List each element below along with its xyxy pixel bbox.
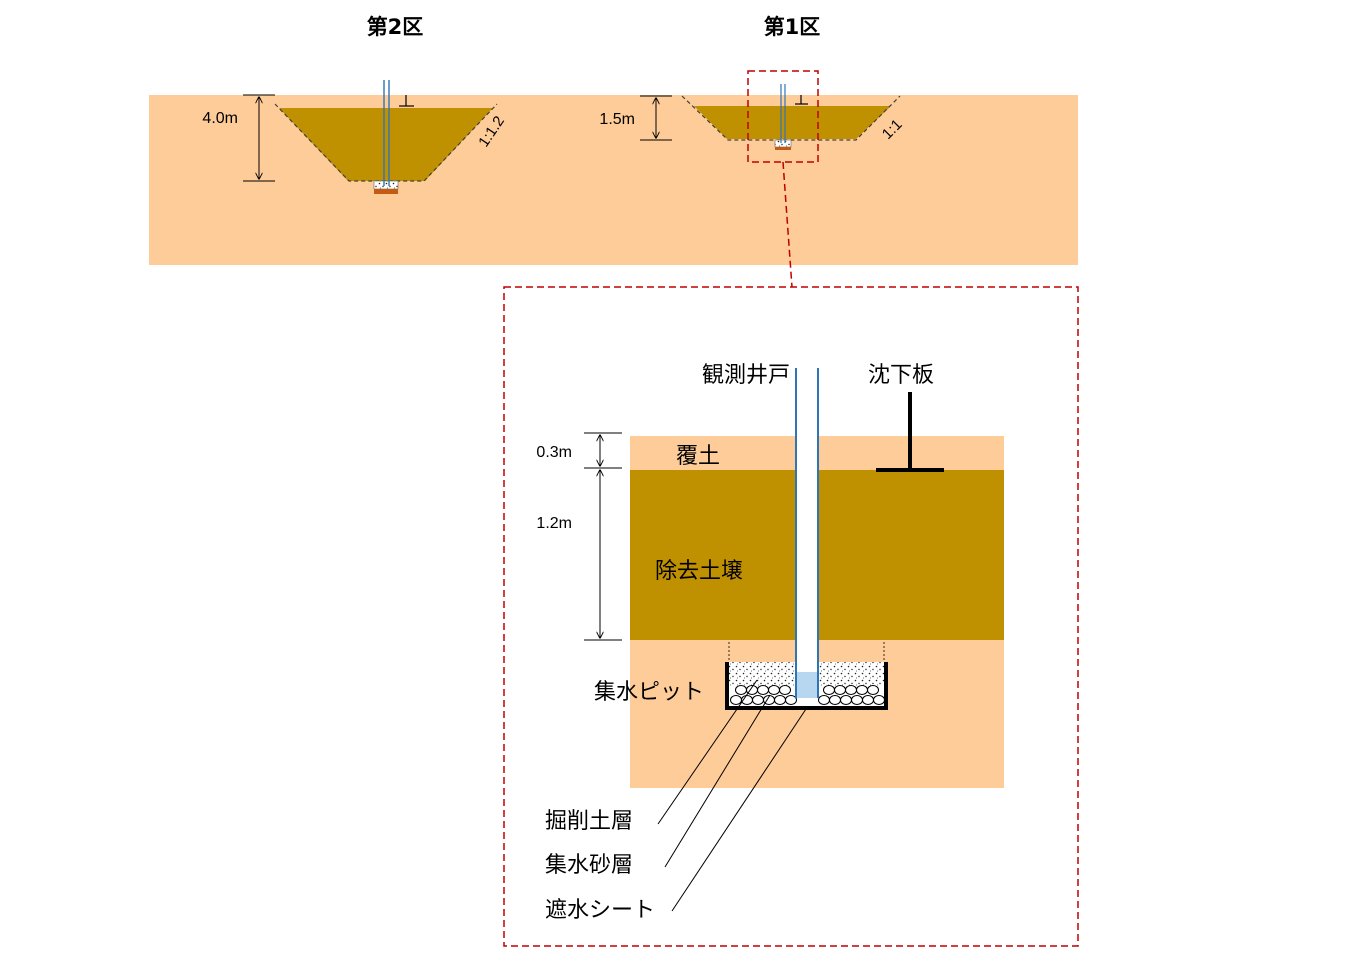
well-water <box>797 672 817 698</box>
waterproof-sheet-leader <box>671 708 807 912</box>
gravel-pebble <box>862 695 874 705</box>
zone1-pit-base <box>775 147 791 150</box>
excavated-layer-leader <box>657 679 758 825</box>
gravel-pebble <box>873 695 885 705</box>
settlement-plate-label: 沈下板 <box>868 363 934 388</box>
gravel-pebble <box>768 685 780 695</box>
gravel-pebble <box>752 695 764 705</box>
gravel-pebble <box>834 685 846 695</box>
zone2-collection-pit <box>373 180 399 190</box>
gravel-pebble <box>774 695 786 705</box>
zone1-removed-soil <box>694 106 891 139</box>
gravel-pebble <box>856 685 868 695</box>
well-casing <box>796 368 818 698</box>
gravel-pebble <box>757 685 769 695</box>
zone2-depth-label: 4.0m <box>202 110 238 127</box>
gravel-pebble <box>730 695 742 705</box>
cover-soil-label: 覆土 <box>676 444 720 469</box>
zone1-depth-label: 1.5m <box>599 111 635 128</box>
detail-frame <box>503 286 1079 947</box>
excavated-layer-label: 掘削土層 <box>545 809 633 834</box>
zoom-callout-connector <box>782 161 793 288</box>
zone1-title: 第1区 <box>764 15 821 39</box>
zone2-title: 第2区 <box>367 15 424 39</box>
gravel-pebble <box>867 685 879 695</box>
gravel-pebble <box>735 685 747 695</box>
gravel-pebble <box>829 695 841 705</box>
removed-soil-label: 除去土壌 <box>655 559 743 584</box>
gravel-pebble <box>785 695 797 705</box>
zone2-waterproof-sheet-line <box>274 103 498 182</box>
soil-thickness-label: 1.2m <box>536 515 572 532</box>
gravel-pebble <box>851 695 863 705</box>
gravel-pebble <box>818 695 830 705</box>
zoom-callout-box <box>747 70 819 163</box>
collection-pit-label: 集水ピット <box>594 680 704 705</box>
zone2-removed-soil <box>279 108 493 181</box>
zone2-pit-base <box>374 189 398 194</box>
gravel-pebble <box>779 685 791 695</box>
cover-thickness-label: 0.3m <box>536 444 572 461</box>
sand-layer-leader <box>664 694 771 868</box>
zone1-waterproof-sheet-line <box>681 95 901 141</box>
waterproof-sheet-label: 遮水シート <box>545 898 655 923</box>
collection-sand-layer <box>730 685 885 705</box>
gravel-pebble <box>823 685 835 695</box>
zone1-collection-pit <box>774 139 792 148</box>
sand-layer-label: 集水砂層 <box>545 853 633 878</box>
well-label: 観測井戸 <box>702 363 790 388</box>
gravel-pebble <box>845 685 857 695</box>
gravel-pebble <box>840 695 852 705</box>
waterproof-sheet <box>725 662 888 710</box>
